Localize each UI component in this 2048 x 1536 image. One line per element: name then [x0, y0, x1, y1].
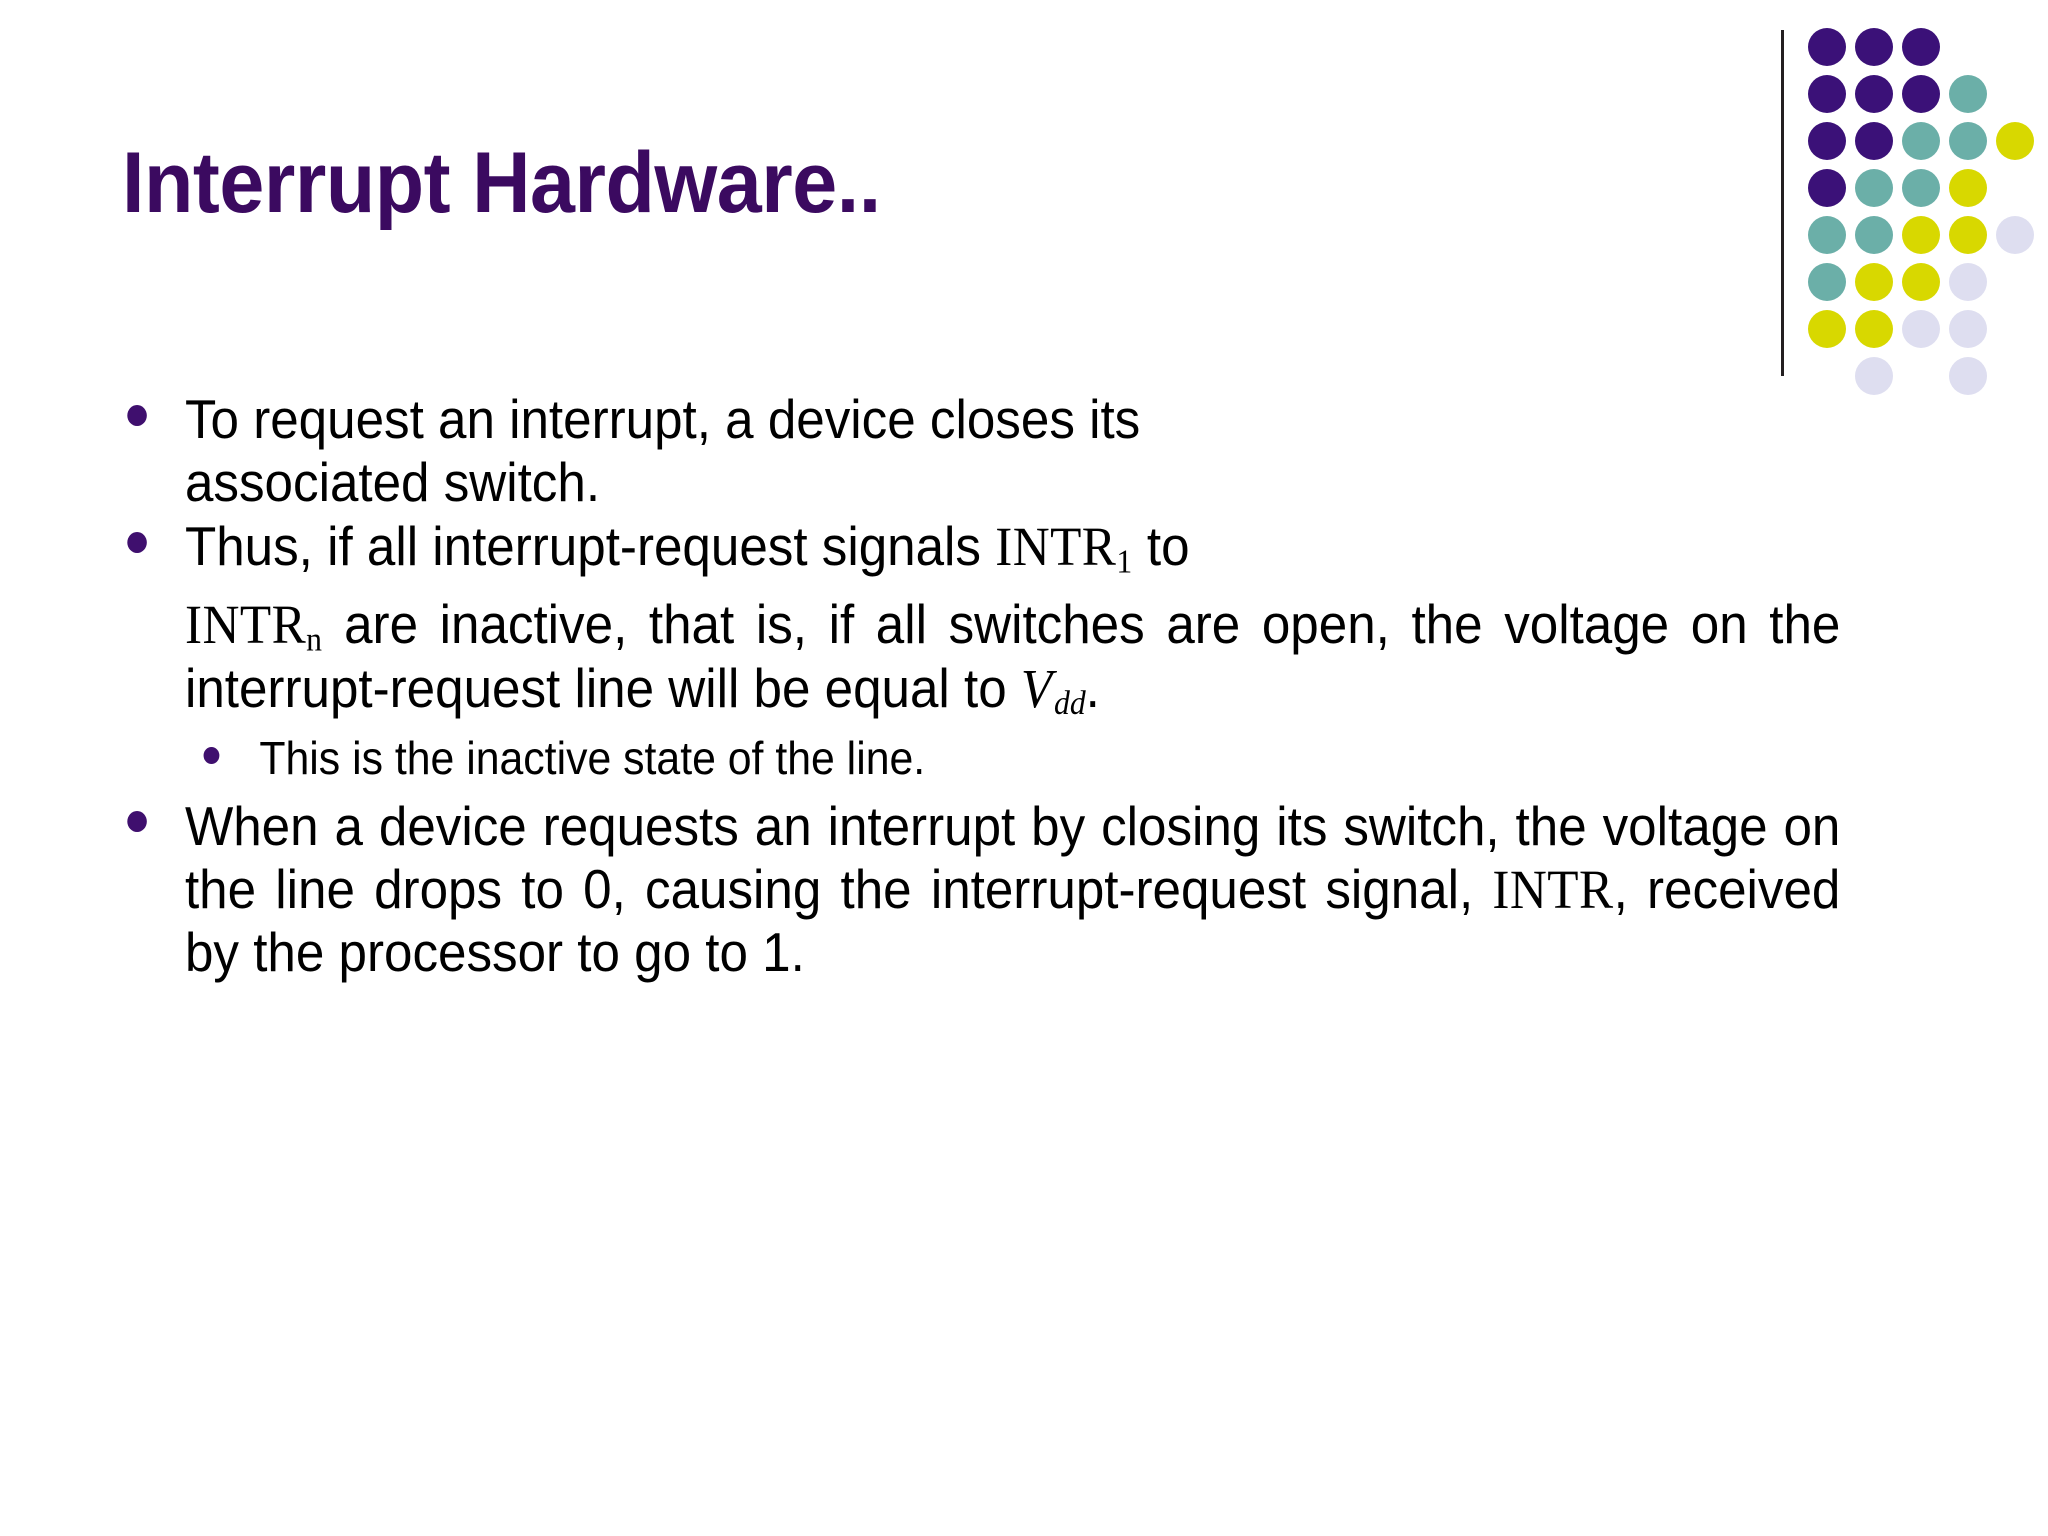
bullet-marker-icon: [127, 811, 147, 833]
bullet-1-text: To request an interrupt, a device closes…: [184, 388, 1141, 513]
dot-purple-r2c2: [1855, 75, 1893, 113]
dot-row-4: [1808, 169, 2043, 216]
page-title: Interrupt Hardware..: [122, 135, 881, 231]
dot-yellow-r7c1: [1808, 310, 1846, 348]
vdd-variable: V: [1020, 657, 1053, 719]
intr-symbol-n: INTRn: [184, 594, 323, 657]
continuation-text-after: .: [1085, 656, 1100, 719]
sub-bullet-marker-icon: [203, 747, 220, 765]
dot-teal-r4c2: [1855, 169, 1893, 207]
dot-teal-r6c1: [1808, 263, 1846, 301]
dot-lav-r8c4: [1949, 357, 1987, 395]
bullet-marker-icon: [127, 531, 147, 553]
dot-purple-r3c2: [1855, 122, 1893, 160]
intr-symbol-plain: INTR: [1492, 858, 1614, 920]
dot-yellow-r6c2: [1855, 263, 1893, 301]
continuation-text-middle: are inactive, that is, if all switches a…: [184, 593, 1841, 719]
dot-teal-r4c3: [1902, 169, 1940, 207]
intr-symbol-1-subscript: 1: [1116, 543, 1133, 581]
dot-teal-r5c1: [1808, 216, 1846, 254]
sub-bullet-1-text: This is the inactive state of the line.: [259, 732, 926, 785]
dot-purple-r2c3: [1902, 75, 1940, 113]
intr-symbol-n-base: INTR: [184, 594, 307, 656]
dot-yellow-r7c2: [1855, 310, 1893, 348]
bullet-3-text-after: , received by the processor to go to 1.: [184, 857, 1841, 984]
intr-symbol-n-subscript: n: [306, 621, 323, 659]
dot-row-6: [1808, 263, 2043, 310]
bullet-3-text-before: When a device requests an interrupt by c…: [184, 794, 1841, 920]
dot-yellow-r4c4: [1949, 169, 1987, 207]
bullet-2-text-after: to: [1132, 515, 1190, 578]
dot-yellow-r6c3: [1902, 263, 1940, 301]
dot-lav-r8c2: [1855, 357, 1893, 395]
intr-symbol-1: INTR1: [995, 516, 1133, 579]
dot-yellow-r5c3: [1902, 216, 1940, 254]
dot-teal-r2c4: [1949, 75, 1987, 113]
dot-teal-r3c4: [1949, 122, 1987, 160]
dot-row-5: [1808, 216, 2043, 263]
dot-row-1: [1808, 28, 2043, 75]
intr-symbol-1-base: INTR: [995, 516, 1117, 578]
dot-row-3: [1808, 122, 2043, 169]
dot-lav-r7c4: [1949, 310, 1987, 348]
bullet-item-3: When a device requests an interrupt by c…: [118, 795, 1840, 984]
dot-lav-r5c5: [1996, 216, 2034, 254]
dot-purple-r4c1: [1808, 169, 1846, 207]
dot-yellow-r5c4: [1949, 216, 1987, 254]
bullet-marker-icon: [127, 404, 147, 426]
dot-row-7: [1808, 310, 2043, 357]
bullet-item-2: Thus, if all interrupt-request signals I…: [118, 515, 1329, 579]
bullet-2-text-before: Thus, if all interrupt-request signals: [184, 515, 996, 578]
body-content: To request an interrupt, a device closes…: [118, 388, 1958, 986]
dot-purple-r1c1: [1808, 28, 1846, 66]
dot-yellow-r3c5: [1996, 122, 2034, 160]
dot-purple-r3c1: [1808, 122, 1846, 160]
continuation-paragraph: INTRn are inactive, that is, if all swit…: [118, 593, 1841, 723]
dot-purple-r2c1: [1808, 75, 1846, 113]
dot-teal-r5c2: [1855, 216, 1893, 254]
dot-purple-r1c2: [1855, 28, 1893, 66]
vertical-rule: [1781, 30, 1784, 376]
bullet-item-1: To request an interrupt, a device closes…: [118, 388, 1329, 513]
sub-bullet-item-1: This is the inactive state of the line.: [118, 732, 1915, 784]
dot-row-2: [1808, 75, 2043, 122]
vdd-subscript: dd: [1053, 685, 1086, 723]
dot-purple-r1c3: [1902, 28, 1940, 66]
dot-lav-r6c4: [1949, 263, 1987, 301]
dot-teal-r3c3: [1902, 122, 1940, 160]
dot-grid-decoration: [1760, 0, 2048, 400]
dot-lav-r7c3: [1902, 310, 1940, 348]
dot-row-8: [1808, 357, 2043, 404]
dot-grid: [1808, 28, 2043, 404]
